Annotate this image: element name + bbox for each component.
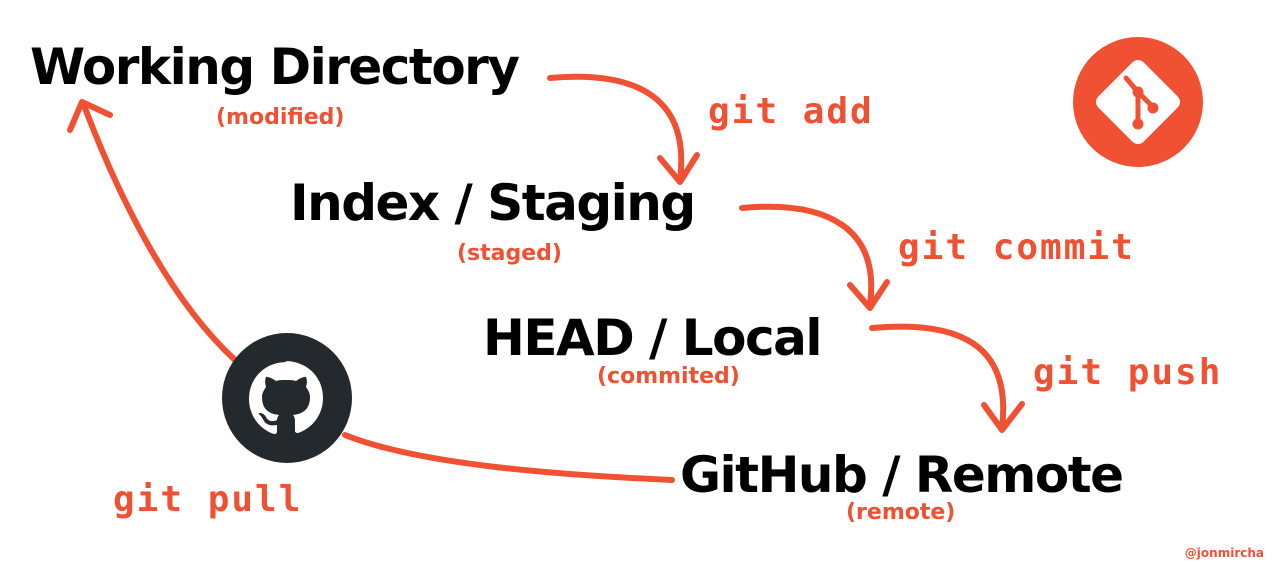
- working-directory-title: Working Directory: [30, 38, 520, 96]
- arrowhead-git-push: [981, 401, 1025, 433]
- arrow-git-commit: [739, 203, 875, 308]
- git-commit-label: git commit: [898, 227, 1135, 268]
- arrow-git-push: [869, 323, 1007, 431]
- arrow-git-pull: [82, 105, 238, 363]
- arrow-remote-to-github: [342, 432, 675, 483]
- index-staging-status: (staged): [457, 241, 562, 266]
- head-local-title: HEAD / Local: [483, 309, 823, 367]
- github-remote-status: (remote): [846, 500, 956, 525]
- arrow-git-add: [547, 73, 685, 183]
- index-staging-title: Index / Staging: [290, 174, 696, 232]
- git-logo-icon: [1073, 37, 1203, 167]
- head-local-status: (commited): [597, 364, 740, 389]
- author-credit: @jonmircha: [1184, 546, 1264, 560]
- github-remote-title: GitHub / Remote: [680, 446, 1124, 504]
- git-pull-label: git pull: [113, 479, 303, 520]
- github-logo-icon: [222, 333, 352, 463]
- git-push-label: git push: [1033, 352, 1223, 393]
- arrowhead-git-commit: [847, 279, 890, 311]
- working-directory-status: (modified): [216, 105, 345, 130]
- git-add-label: git add: [708, 91, 874, 132]
- arrowhead-git-add: [657, 152, 700, 185]
- arrowhead-git-pull: [67, 99, 113, 133]
